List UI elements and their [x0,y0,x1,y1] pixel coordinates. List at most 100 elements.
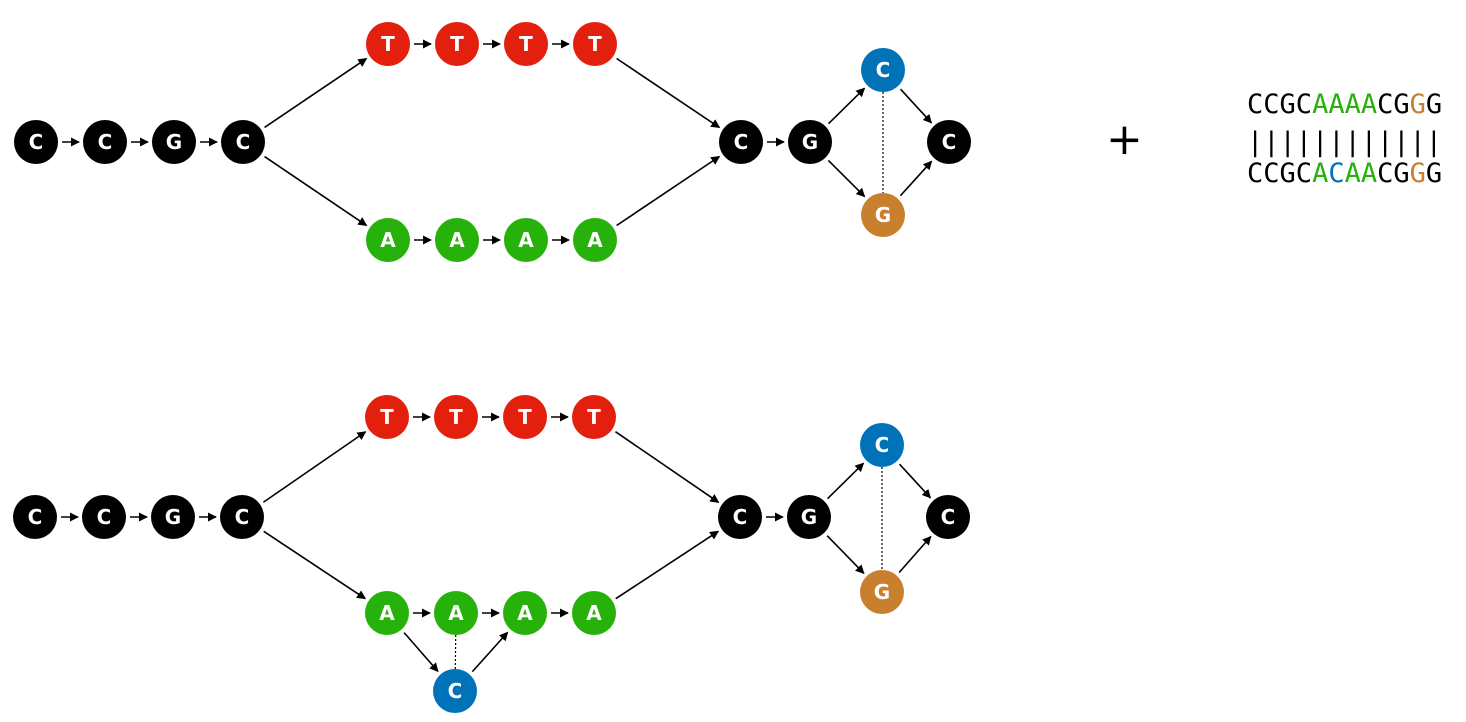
node-circle [860,423,904,467]
node-a2: A [503,591,547,635]
node-circle [788,120,832,164]
node-t2: T [504,22,548,66]
node-label: C [733,505,748,529]
alignment-char: A [1312,89,1329,120]
node-circle [926,495,970,539]
node-label: A [518,228,534,252]
node-label: C [734,130,749,154]
node-label: C [29,130,44,154]
node-bg: G [861,193,905,237]
node-label: C [235,505,250,529]
node-n2: G [151,495,195,539]
edge-bg-end [899,160,933,197]
alignment-char: G [1409,89,1426,120]
node-m0: C [719,120,763,164]
node-circle [718,495,762,539]
node-label: T [519,32,533,56]
node-circle [504,218,548,262]
node-a3: A [573,218,617,262]
alignment-char: A [1344,89,1361,120]
edge-m1-bc [826,462,865,500]
node-circle [221,120,265,164]
node-circle [503,395,547,439]
node-circle [860,570,904,614]
node-a0: A [366,218,410,262]
edge-a3-m0 [616,155,721,227]
node-circle [435,218,479,262]
plus-sign: + [1106,114,1143,165]
node-t3: T [573,22,617,66]
node-label: C [448,679,463,703]
node-end: C [926,495,970,539]
edge-ac-a2 [471,631,509,673]
node-bc: C [861,48,905,92]
edge-bc-end [899,88,933,124]
node-a1: A [434,591,478,635]
node-n1: C [83,120,127,164]
node-circle [573,22,617,66]
edge-bg-end [898,535,932,574]
node-circle [861,48,905,92]
alignment-char: G [1425,158,1443,189]
node-circle [927,120,971,164]
alignment-char: G [1279,158,1296,189]
alignment-char: C [1328,158,1345,189]
node-label: T [380,405,394,429]
node-m1: G [787,495,831,539]
node-label: C [236,130,251,154]
node-label: G [166,130,182,154]
node-t2: T [503,395,547,439]
edge-m1-bc [827,87,866,125]
node-label: A [449,228,465,252]
edge-t3-m0 [614,431,720,503]
node-a2: A [504,218,548,262]
node-n3: C [221,120,265,164]
node-label: C [28,505,43,529]
node-circle [503,591,547,635]
node-n1: C [82,495,126,539]
node-circle [366,218,410,262]
alignment-char: C [1295,89,1313,120]
alignment-char: C [1377,89,1394,120]
node-m0: C [718,495,762,539]
node-label: A [448,601,464,625]
alignment-char: G [1393,89,1410,120]
node-circle [787,495,831,539]
alignment-char: A [1344,158,1361,189]
node-label: T [449,405,463,429]
alignment-top-sequence: CCGCAAAACGGG [1247,90,1442,120]
node-circle [366,22,410,66]
edge-n3-a0 [263,530,367,600]
node-label: T [381,32,395,56]
alignment-char: A [1360,158,1378,189]
node-t0: T [366,22,410,66]
alignment-char: C [1247,158,1264,189]
alignment-bottom-sequence: CCGCACAACGGG [1247,159,1442,189]
node-n0: C [14,120,58,164]
node-circle [152,120,196,164]
node-circle [365,591,409,635]
node-circle [14,120,58,164]
node-n0: C [13,495,57,539]
edge-n3-t0 [264,57,368,129]
edge-n3-a0 [264,155,368,227]
node-circle [719,120,763,164]
alignment-char: C [1247,89,1264,120]
alignment-char: G [1409,158,1426,189]
edge-m1-bg [826,535,865,575]
node-circle [434,591,478,635]
node-n2: G [152,120,196,164]
node-circle [573,218,617,262]
node-label: A [380,228,396,252]
alignment-char: C [1377,158,1394,189]
node-label: G [801,505,817,529]
node-circle [220,495,264,539]
node-n3: C [220,495,264,539]
node-circle [435,22,479,66]
edge-m1-bg [827,159,866,198]
node-circle [433,669,477,713]
node-circle [83,120,127,164]
node-label: T [518,405,532,429]
node-circle [365,395,409,439]
